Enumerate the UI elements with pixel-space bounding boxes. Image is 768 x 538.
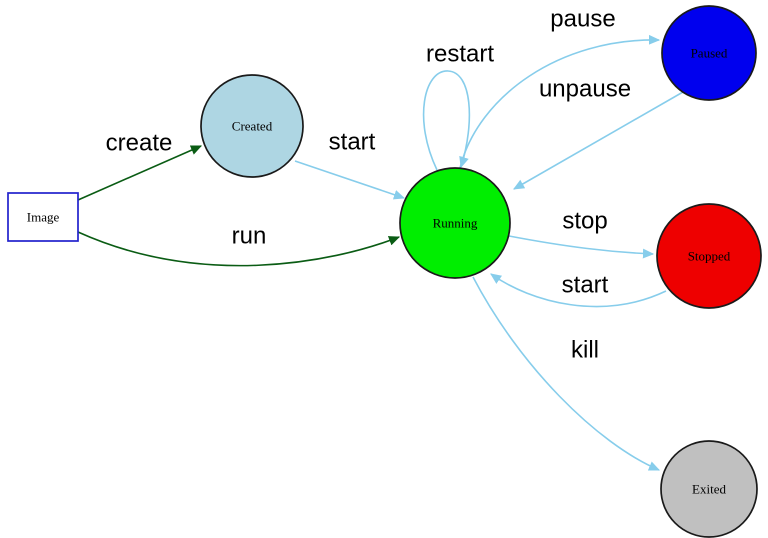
edge-restart — [422, 70, 471, 171]
edge-unpause — [513, 91, 684, 190]
edge-pause — [459, 34, 661, 169]
node-exited[interactable]: Exited — [660, 440, 758, 538]
edge-label-kill: kill — [571, 337, 599, 364]
node-label-exited: Exited — [692, 482, 726, 497]
edge-labels-layer: create run start restart pause unpause stop sta… — [106, 6, 631, 364]
node-shape-running — [399, 167, 511, 279]
edge-label-pause: pause — [550, 6, 615, 33]
node-shape-paused — [661, 5, 757, 101]
edge-label-stop: stop — [562, 208, 607, 235]
node-stopped[interactable]: Stopped — [656, 203, 762, 309]
node-paused[interactable]: Paused — [661, 5, 757, 101]
edge-label-create: create — [106, 130, 173, 157]
edge-create — [77, 145, 203, 201]
node-label-paused: Paused — [691, 46, 728, 61]
edge-label-run: run — [232, 223, 267, 250]
edge-label-start-created: start — [329, 129, 376, 156]
node-created[interactable]: Created — [200, 74, 304, 178]
node-image[interactable]: Image — [7, 192, 79, 242]
edge-run — [77, 231, 401, 267]
node-label-image: Image — [27, 210, 60, 225]
edge-label-start-stopped: start — [562, 272, 609, 299]
node-shape-exited — [660, 440, 758, 538]
edge-label-restart: restart — [426, 41, 494, 68]
node-label-created: Created — [232, 119, 273, 134]
edge-label-unpause: unpause — [539, 76, 631, 103]
node-running[interactable]: Running — [399, 167, 511, 279]
edge-kill — [472, 276, 661, 471]
edge-start-created — [294, 160, 406, 200]
edges-layer — [77, 34, 684, 471]
node-shape-created — [200, 74, 304, 178]
node-label-running: Running — [433, 216, 478, 231]
node-shape-image — [7, 192, 79, 242]
node-label-stopped: Stopped — [688, 249, 731, 264]
edge-stop — [508, 235, 655, 259]
edge-start-stopped — [490, 273, 667, 308]
node-shape-stopped — [656, 203, 762, 309]
